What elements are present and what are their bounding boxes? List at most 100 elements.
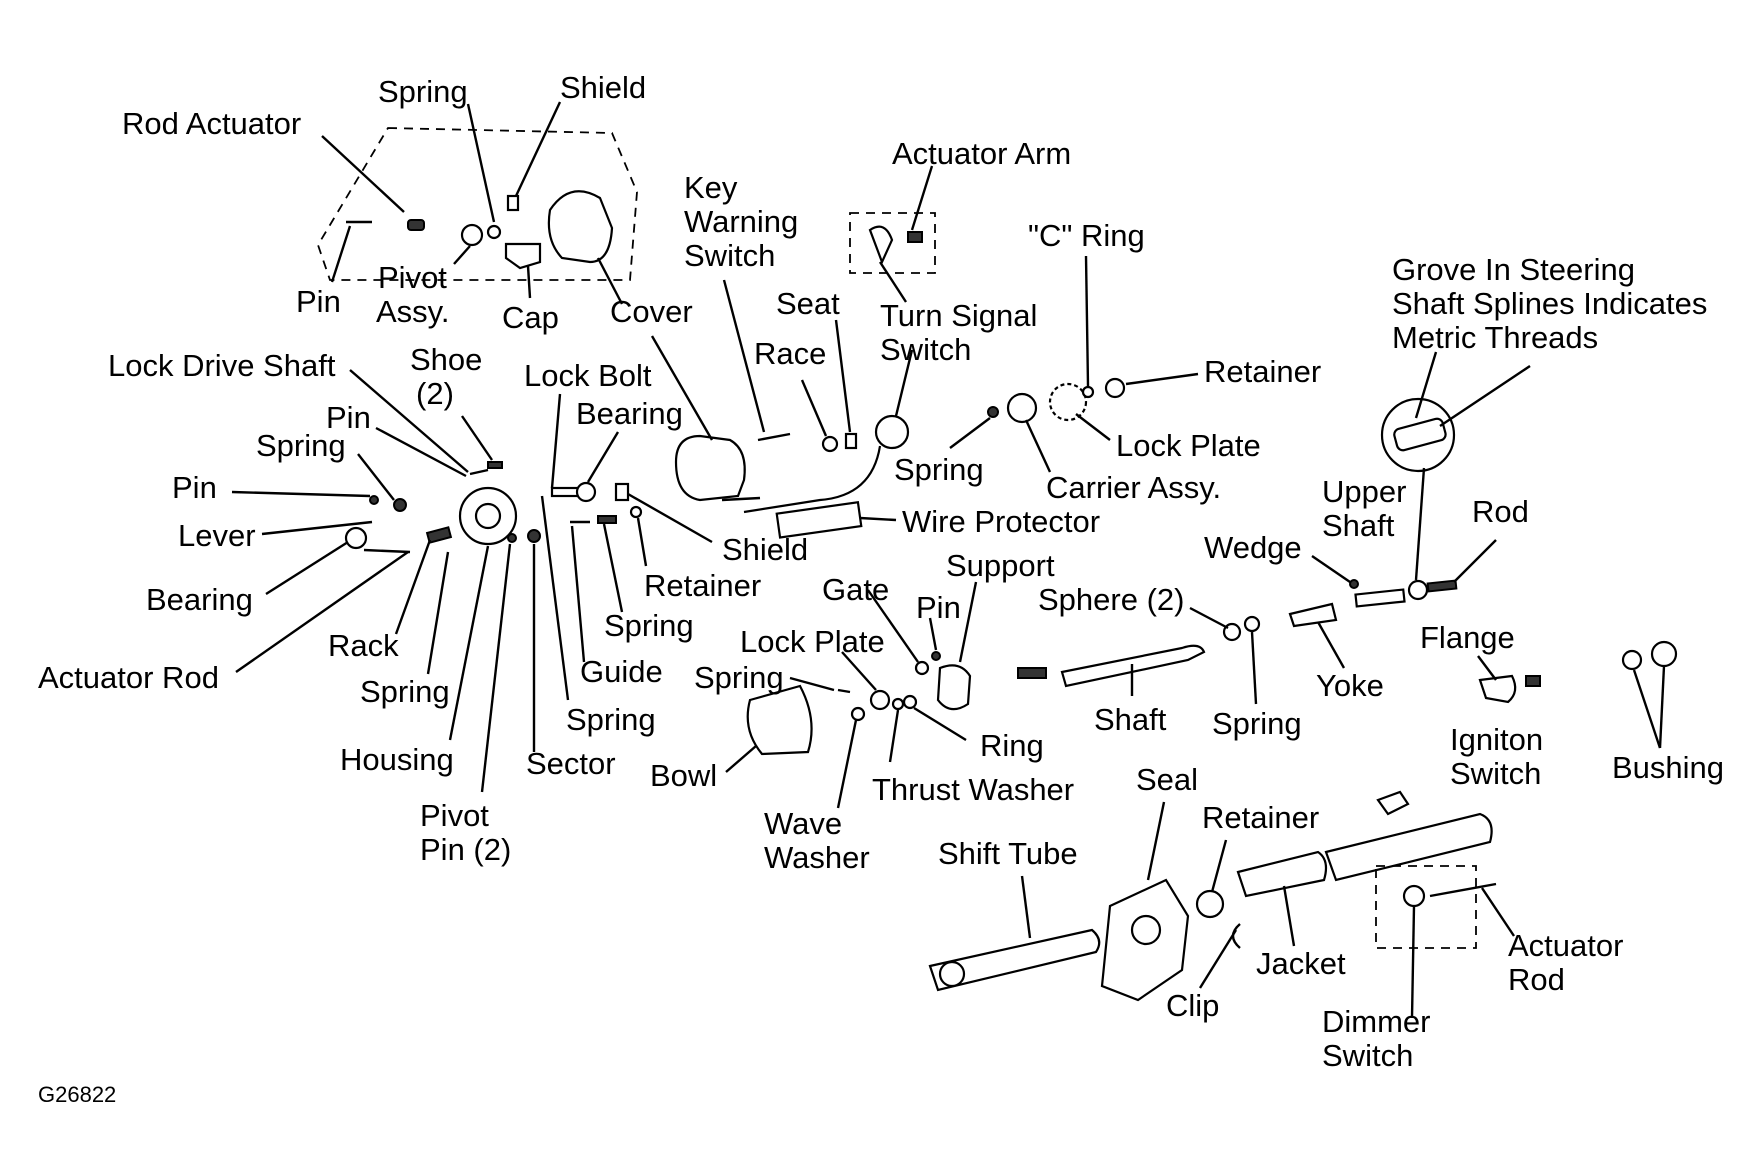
leader-bearing-mid	[586, 431, 620, 483]
label-seat: Seat	[776, 286, 840, 321]
part-rod-right	[1426, 579, 1458, 593]
label-spring-sector: Spring	[566, 702, 656, 737]
part-cover-can	[674, 434, 746, 502]
leader-gate	[867, 589, 919, 663]
leader-lock-plate-center	[841, 651, 877, 691]
label-bushing: Bushing	[1612, 750, 1724, 785]
leader-pin-left-2	[231, 490, 371, 498]
leader-spring-upper	[949, 417, 991, 449]
label-wedge: Wedge	[1204, 530, 1302, 565]
part-jacket	[1236, 850, 1328, 898]
label-pivot-pin-2: Pin (2)	[420, 832, 511, 867]
part-shift-tube-end	[938, 960, 966, 988]
dimmer-switch-dashed-box	[1375, 865, 1477, 949]
label-bearing-left: Bearing	[146, 582, 253, 617]
part-actuator-rod-right	[1429, 882, 1497, 898]
part-seat	[844, 432, 858, 450]
part-lock-plate-center	[869, 689, 891, 711]
leader-rod-actuator	[321, 135, 405, 213]
leader-race	[800, 379, 828, 437]
leader-seal	[1146, 801, 1166, 881]
label-seal: Seal	[1136, 762, 1198, 797]
part-dimmer-switch	[1402, 884, 1426, 908]
leader-seat	[834, 319, 852, 433]
leader-upper-shaft	[1414, 467, 1426, 581]
label-key-warning-1: Key	[684, 170, 738, 205]
leader-rod-right	[1453, 539, 1497, 583]
label-guide: Guide	[580, 654, 663, 689]
part-pivot-assy	[460, 223, 484, 247]
part-actuator-arm	[907, 231, 923, 243]
label-ring: Ring	[980, 728, 1044, 763]
leader-lock-plate-top	[1075, 413, 1111, 441]
leader-bushing-2	[1658, 665, 1666, 749]
leader-bushing-1	[1632, 669, 1662, 749]
label-clip: Clip	[1166, 988, 1219, 1023]
leader-turn-signal-switch	[894, 349, 914, 417]
label-shield-mid: Shield	[722, 532, 808, 567]
part-shift-tube	[928, 928, 1101, 992]
label-retainer-bottom: Retainer	[1202, 800, 1319, 835]
part-bearing-mid	[575, 481, 597, 503]
part-shield-mid	[721, 496, 761, 502]
label-actuator-rod-left: Actuator Rod	[38, 660, 219, 695]
part-cap	[504, 242, 542, 270]
label-pin-top: Pin	[296, 284, 341, 319]
label-grove-2: Shaft Splines Indicates	[1392, 286, 1707, 321]
label-lock-bolt: Lock Bolt	[524, 358, 652, 393]
leader-yoke	[1316, 621, 1346, 669]
leader-retainer-bottom	[1210, 839, 1228, 893]
part-sector	[527, 529, 541, 543]
part-retainer-bottom	[1195, 889, 1225, 919]
leader-cover-can	[650, 335, 714, 441]
label-rack: Rack	[328, 628, 399, 663]
label-spring-top: Spring	[378, 74, 468, 109]
part-shield-lock	[614, 482, 630, 502]
leader-lever	[261, 520, 373, 536]
part-turn-signal-bracket	[868, 225, 894, 265]
part-pivot-pin	[507, 533, 517, 543]
labels-group: Rod Actuator Spring Shield Pin Pivot Ass…	[38, 70, 1724, 1107]
label-spring-rack: Spring	[360, 674, 450, 709]
leader-spring-center	[789, 676, 835, 692]
part-retainer-top	[1104, 377, 1126, 399]
label-ignition-1: Igniton	[1450, 722, 1543, 757]
leader-housing	[448, 545, 490, 741]
label-cap: Cap	[502, 300, 559, 335]
label-pivot-assy-1: Pivot	[378, 260, 447, 295]
label-spring-mid: Spring	[894, 452, 984, 487]
label-cover: Cover	[610, 294, 693, 329]
leader-pivot-pin	[480, 543, 512, 793]
label-sector: Sector	[526, 746, 616, 781]
leader-pivot-assy	[453, 245, 471, 265]
part-jacket-upper	[1324, 812, 1493, 882]
label-lock-plate-top: Lock Plate	[1116, 428, 1261, 463]
leader-lines-group	[231, 101, 1666, 1019]
part-yoke	[1288, 602, 1338, 628]
label-spring-center: Spring	[694, 660, 784, 695]
part-ring	[902, 694, 918, 710]
part-grove-spline	[1393, 417, 1447, 452]
label-rod-right: Rod	[1472, 494, 1529, 529]
part-bearing-left	[344, 526, 368, 550]
label-pin-center: Pin	[916, 590, 961, 625]
part-spring-top	[486, 224, 502, 240]
leader-shield-top	[514, 101, 562, 197]
part-spring-upper	[987, 406, 999, 418]
part-small-spring	[1017, 667, 1047, 679]
part-support	[936, 664, 972, 711]
part-gate	[914, 660, 930, 676]
part-housing-inner	[474, 502, 502, 530]
leader-shoe	[461, 415, 493, 461]
leader-carrier-assy	[1024, 419, 1052, 473]
part-spring-left	[393, 498, 407, 512]
part-wedge	[1349, 579, 1359, 589]
part-flange	[1478, 674, 1517, 704]
leader-cover	[596, 257, 624, 305]
actuator-arm-dashed-box	[849, 212, 936, 274]
label-jacket: Jacket	[1256, 946, 1346, 981]
leader-rack	[394, 539, 432, 635]
leader-sphere	[1189, 606, 1229, 630]
